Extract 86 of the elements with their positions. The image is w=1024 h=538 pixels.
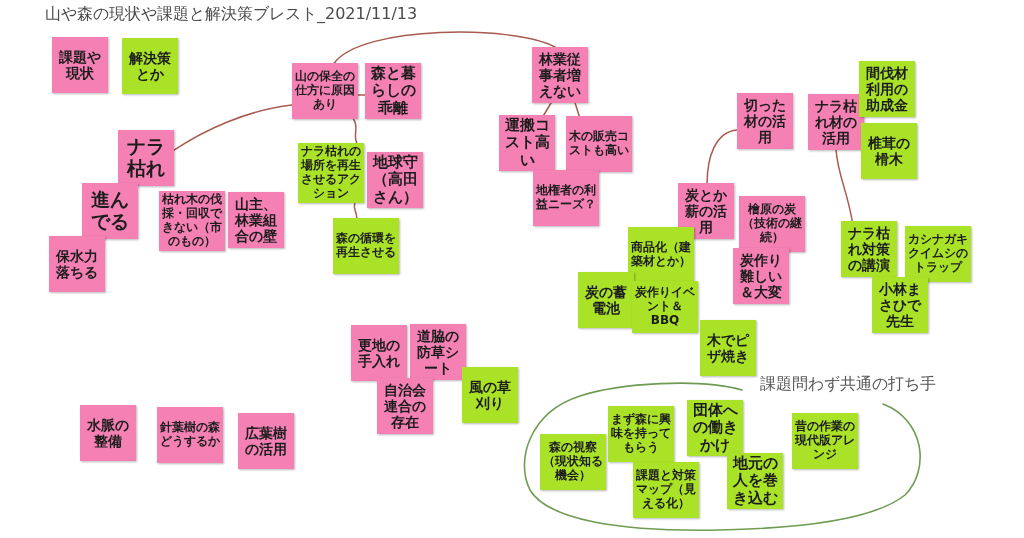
connector-line bbox=[574, 102, 580, 117]
note-text: 森の視察（現状知る機会） bbox=[542, 441, 604, 483]
note-text: 山の保全の仕方に原因あり bbox=[294, 70, 356, 112]
note-text: 広葉樹の活用 bbox=[244, 424, 288, 458]
sticky-note bbox=[532, 47, 588, 103]
sticky-note bbox=[608, 406, 674, 462]
sticky-note bbox=[808, 94, 864, 150]
note-text: 商品化（建築材とか） bbox=[630, 241, 692, 269]
note-text: 水脈の整備 bbox=[86, 416, 130, 450]
sticky-note bbox=[462, 367, 518, 423]
note-text: 更地の手入れ bbox=[357, 336, 401, 370]
sticky-note bbox=[540, 434, 606, 490]
note-text: 切った材の活用 bbox=[743, 96, 787, 146]
diagram-title: 山や森の現状や課題と解決策ブレスト_2021/11/13 bbox=[45, 4, 418, 24]
sticky-note bbox=[861, 123, 917, 179]
sticky-note bbox=[633, 462, 699, 518]
note-text: 炭作り難しい＆大変 bbox=[739, 251, 783, 301]
sticky-note bbox=[157, 407, 223, 463]
note-text: ナラ枯れの場所を再生させるアクション bbox=[300, 145, 362, 201]
note-text: まず森に興味を持ってもらう bbox=[610, 413, 672, 455]
sticky-note bbox=[872, 277, 928, 333]
note-text: 昔の作業の現代版アレンジ bbox=[794, 420, 856, 462]
sticky-note bbox=[737, 93, 793, 149]
note-text: 風の草刈り bbox=[468, 378, 512, 412]
sticky-note bbox=[351, 325, 407, 381]
sticky-note bbox=[678, 183, 734, 239]
note-text: ナラ枯れ材の活用 bbox=[814, 97, 858, 147]
note-text: 小林まさひで先生 bbox=[878, 280, 923, 330]
note-text: ナラ枯れ bbox=[125, 136, 166, 180]
note-text: 木の販売コストも高い bbox=[568, 130, 630, 158]
sticky-note bbox=[377, 378, 433, 434]
note-text: 山主、林業組合の壁 bbox=[234, 195, 278, 245]
sticky-note bbox=[80, 405, 136, 461]
sticky-note bbox=[49, 236, 105, 292]
note-text: 団体への働きかけ bbox=[691, 402, 739, 454]
note-text: 椎茸の榾木 bbox=[867, 134, 911, 168]
sticky-note bbox=[841, 221, 897, 277]
note-text: 地権者の利益ニーズ？ bbox=[535, 184, 597, 212]
note-text: 保水力落ちる bbox=[55, 247, 99, 281]
sticky-note bbox=[739, 196, 805, 252]
connector-line bbox=[333, 31, 556, 64]
sticky-note bbox=[410, 324, 466, 380]
note-text: 間伐材利用の助成金 bbox=[865, 64, 909, 114]
sticky-note bbox=[792, 413, 858, 469]
note-text: 運搬コスト高い bbox=[503, 117, 551, 169]
legend-text: 解決策とか bbox=[128, 49, 172, 83]
connector-line bbox=[352, 118, 358, 144]
note-text: 林業従事者増えない bbox=[538, 50, 582, 100]
sticky-note bbox=[292, 63, 358, 119]
connector-line bbox=[706, 129, 738, 184]
note-text: 針葉樹の森どうするか bbox=[159, 421, 221, 449]
sticky-note bbox=[118, 130, 174, 186]
connector-line bbox=[543, 102, 552, 116]
note-text: カシナガキクイムシのトラップ bbox=[907, 233, 969, 275]
note-text: 炭作りイベント＆BBQ bbox=[634, 286, 696, 328]
note-text: 檜原の炭（技術の継続） bbox=[741, 203, 803, 245]
legend-text: 課題や現状 bbox=[58, 48, 102, 82]
sticky-note bbox=[566, 116, 632, 172]
connector-line bbox=[173, 104, 293, 151]
note-text: 森の循環を再生させる bbox=[335, 232, 397, 260]
note-text: ナラ枯れ対策の講演 bbox=[847, 224, 891, 274]
sticky-note bbox=[578, 272, 634, 328]
note-text: 地元の人を巻き込む bbox=[731, 455, 779, 507]
sticky-note bbox=[333, 218, 399, 274]
sticky-note bbox=[628, 227, 694, 283]
sticky-note bbox=[859, 61, 915, 117]
sticky-note bbox=[733, 248, 789, 304]
group-heading: 課題問わず共通の打ち手 bbox=[760, 374, 936, 394]
connector-line bbox=[835, 149, 853, 222]
connector-line bbox=[357, 94, 366, 96]
note-text: 進んでる bbox=[90, 189, 130, 233]
note-text: 森と暮らしの乖離 bbox=[369, 65, 417, 117]
note-text: 地球守（高田さん） bbox=[371, 154, 419, 206]
note-text: 課題と対策マップ（見える化） bbox=[635, 469, 697, 511]
sticky-note bbox=[905, 226, 971, 282]
sticky-note bbox=[82, 183, 138, 239]
note-text: 枯れ木の伐採・回収できない（市のもの） bbox=[161, 193, 223, 249]
note-text: 木でピザ焼き bbox=[706, 331, 751, 365]
note-text: 道脇の防草シート bbox=[416, 327, 460, 377]
sticky-note bbox=[228, 192, 284, 248]
note-text: 炭の蓄電池 bbox=[584, 283, 628, 317]
sticky-note bbox=[238, 413, 294, 469]
note-text: 炭とか薪の活用 bbox=[684, 186, 728, 236]
sticky-note bbox=[700, 320, 756, 376]
note-text: 自治会連合の存在 bbox=[383, 381, 427, 431]
sticky-note bbox=[533, 170, 599, 226]
